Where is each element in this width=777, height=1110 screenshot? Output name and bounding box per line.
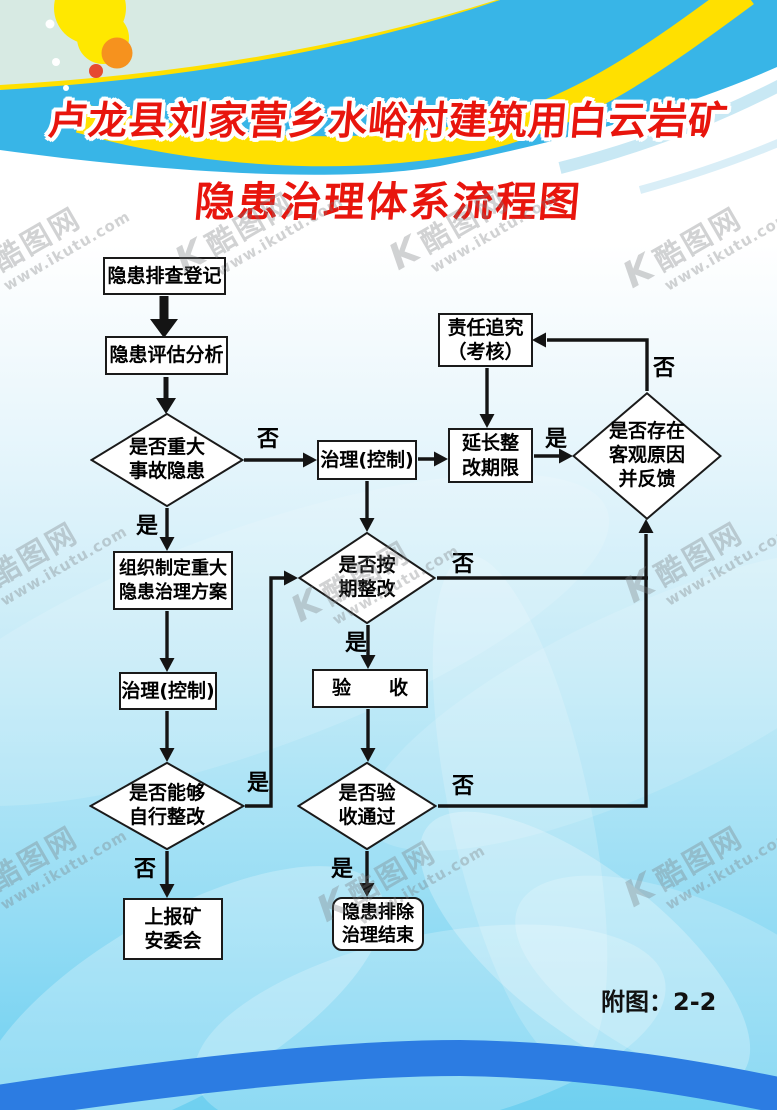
edge-label-on-schedule-no: 否	[451, 552, 475, 577]
node-treat-control-major: 治理(控制)	[119, 672, 217, 710]
decision-objective-line3: 并反馈	[618, 467, 676, 490]
bottom-wave	[0, 1039, 777, 1110]
arrow-major-yes-to-plan	[159, 508, 175, 551]
header-yellow-stripe	[75, 0, 754, 167]
circle-orange	[101, 37, 133, 69]
edge-label-extend-yes: 是	[544, 427, 568, 452]
figure-caption: 附图：2-2	[601, 988, 717, 1016]
node-finish-line2: 治理结束	[342, 925, 414, 946]
decision-acceptance-pass-line1: 是否验	[338, 782, 396, 805]
arrow-register-to-evaluate	[150, 296, 178, 338]
arrow-self-rectify-no-to-report	[159, 851, 175, 898]
arrow-evaluate-to-major	[156, 377, 176, 414]
decision-self-rectify: 是否能够 自行整改	[89, 762, 245, 850]
circle-dot-3	[63, 85, 69, 91]
edge-label-self-rectify-no: 否	[133, 857, 157, 882]
edge-label-major-no: 否	[256, 427, 280, 452]
arrow-plan-to-treat-major	[159, 611, 175, 672]
node-hazard-evaluate-text: 隐患评估分析	[109, 344, 224, 367]
edge-label-self-rectify-yes: 是	[246, 771, 270, 796]
node-hazard-register-text: 隐患排查登记	[107, 264, 222, 287]
node-extend-deadline-line2: 改期限	[461, 456, 519, 479]
node-hazard-register: 隐患排查登记	[103, 257, 226, 295]
arrow-accountability-to-extend	[479, 368, 495, 428]
arrow-acceptance-to-pass-check	[360, 709, 376, 762]
edge-label-on-schedule-yes: 是	[344, 631, 368, 656]
petal-shapes	[0, 473, 777, 1110]
arrow-treat-to-extend	[418, 451, 448, 467]
header-echo-arcs	[558, 79, 777, 194]
decision-acceptance-pass: 是否验 收通过	[297, 762, 437, 850]
decision-objective-reason: 是否存在 客观原因 并反馈	[572, 392, 722, 520]
edge-label-acceptance-yes: 是	[330, 857, 354, 882]
node-make-plan: 组织制定重大 隐患治理方案	[113, 551, 233, 610]
decision-objective-line1: 是否存在	[608, 420, 685, 443]
node-extend-deadline: 延长整 改期限	[448, 428, 533, 483]
node-accountability-line2: （考核）	[447, 341, 524, 363]
circle-dot-1	[45, 19, 55, 29]
decision-self-rectify-line2: 自行整改	[128, 806, 205, 828]
node-treat-control-major-text: 治理(控制)	[121, 679, 215, 702]
node-report-committee-line1: 上报矿	[144, 905, 202, 928]
node-finish: 隐患排除 治理结束	[332, 897, 424, 951]
node-treat-control: 治理(控制)	[317, 440, 417, 480]
circle-dot-2	[52, 58, 60, 66]
node-treat-control-text: 治理(控制)	[320, 448, 414, 471]
arrow-treat-to-on-schedule	[359, 481, 375, 532]
node-report-committee: 上报矿 安委会	[123, 898, 223, 960]
diamond-shape	[298, 532, 436, 624]
arrow-acceptance-no-to-objective	[438, 519, 654, 808]
arrow-major-no-to-treat	[244, 452, 317, 468]
arrow-objective-no-to-accountability	[532, 332, 649, 391]
decision-major-line1: 是否重大	[128, 436, 205, 459]
node-hazard-evaluate: 隐患评估分析	[105, 336, 228, 375]
decision-major-line2: 事故隐患	[128, 460, 205, 482]
edge-label-acceptance-no: 否	[451, 774, 475, 799]
arrow-pass-yes-to-finish	[359, 851, 375, 897]
header-circles	[45, 0, 133, 91]
poster-subtitle: 隐患治理体系流程图	[192, 178, 584, 226]
diamond-shape	[90, 413, 244, 507]
edge-label-objective-no: 否	[652, 356, 676, 381]
node-report-committee-line2: 安委会	[144, 930, 202, 952]
decision-objective-reason-text: 是否存在 客观原因 并反馈	[609, 420, 685, 491]
node-acceptance-text: 验 收	[331, 677, 408, 700]
decision-on-schedule-line1: 是否按	[338, 554, 396, 577]
decision-major-hazard: 是否重大 事故隐患	[90, 413, 244, 507]
node-acceptance: 验 收	[312, 669, 428, 708]
decision-objective-line2: 客观原因	[608, 444, 685, 467]
decision-on-schedule-line2: 期整改	[338, 578, 396, 600]
diamond-shape	[572, 392, 722, 520]
arrow-extend-yes-to-objective	[534, 448, 573, 464]
edge-label-major-yes: 是	[135, 514, 159, 539]
arrow-self-rectify-yes-to-on-schedule	[245, 570, 298, 808]
arrow-on-schedule-yes-to-acceptance	[360, 625, 376, 669]
decision-acceptance-pass-line2: 收通过	[338, 806, 396, 828]
node-accountability-line1: 责任追究	[447, 316, 524, 339]
decision-acceptance-pass-text: 是否验 收通过	[338, 782, 395, 830]
diamond-shape	[297, 762, 437, 850]
decision-on-schedule: 是否按 期整改	[298, 532, 436, 624]
header-teal-shape	[0, 0, 500, 90]
node-extend-deadline-line1: 延长整	[461, 432, 519, 455]
node-finish-line1: 隐患排除	[342, 901, 414, 923]
poster-title: 卢龙县刘家营乡水峪村建筑用白云岩矿	[46, 99, 731, 144]
node-make-plan-line1: 组织制定重大	[119, 558, 227, 580]
node-accountability: 责任追究 （考核）	[438, 313, 533, 367]
arrow-treat-major-to-self-rectify	[159, 711, 175, 762]
node-make-plan-line2: 隐患治理方案	[119, 581, 227, 603]
decision-major-hazard-text: 是否重大 事故隐患	[129, 436, 205, 484]
circle-red	[89, 64, 103, 78]
decision-self-rectify-text: 是否能够 自行整改	[129, 782, 205, 830]
decision-self-rectify-line1: 是否能够	[128, 782, 205, 805]
decision-on-schedule-text: 是否按 期整改	[338, 554, 395, 602]
diamond-shape	[89, 762, 245, 850]
